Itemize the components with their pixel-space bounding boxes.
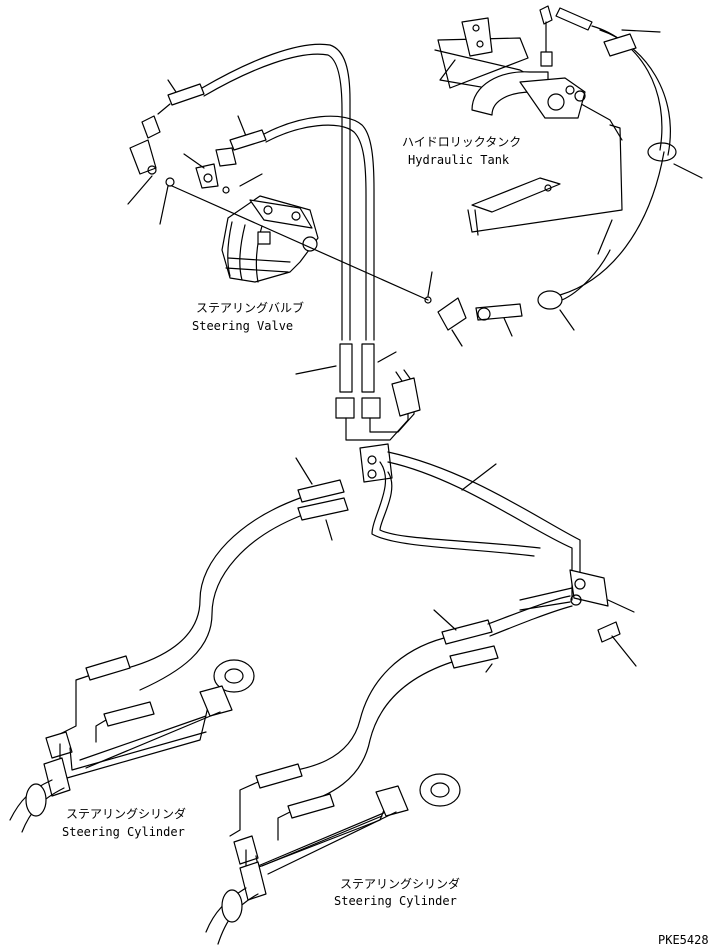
right-bracket-manifold: [519, 569, 637, 667]
right-cylinder-label-en: Steering Cylinder: [334, 894, 457, 908]
tank-return-hose: [539, 5, 677, 296]
hydraulic-tank-label-jp: ハイドロリックタンク: [402, 135, 521, 149]
left-cylinder-label-en: Steering Cylinder: [62, 825, 185, 839]
hydraulic-tank: [434, 17, 623, 236]
valve-upper-hoses: [157, 43, 375, 341]
right-steering-cylinder: [205, 773, 461, 945]
tank-elbow-fittings: [424, 29, 703, 347]
steering-valve-label-jp: ステアリングバルブ: [196, 300, 304, 315]
valve-connection-line: [171, 185, 429, 301]
left-steering-cylinder: [9, 659, 255, 833]
left-cylinder-hoses: [59, 457, 349, 743]
central-manifold: [295, 343, 581, 601]
steering-valve-label-en: Steering Valve: [192, 319, 293, 333]
right-cylinder-label-jp: ステアリングシリンダ: [340, 876, 460, 891]
hydraulic-tank-label-en: Hydraulic Tank: [408, 153, 510, 167]
right-cylinder-hoses: [229, 595, 573, 841]
left-cylinder-label-jp: ステアリングシリンダ: [66, 806, 186, 821]
drawing-code: PKE5428: [658, 933, 709, 947]
steering-valve: [221, 195, 319, 283]
valve-fittings: [127, 79, 263, 225]
